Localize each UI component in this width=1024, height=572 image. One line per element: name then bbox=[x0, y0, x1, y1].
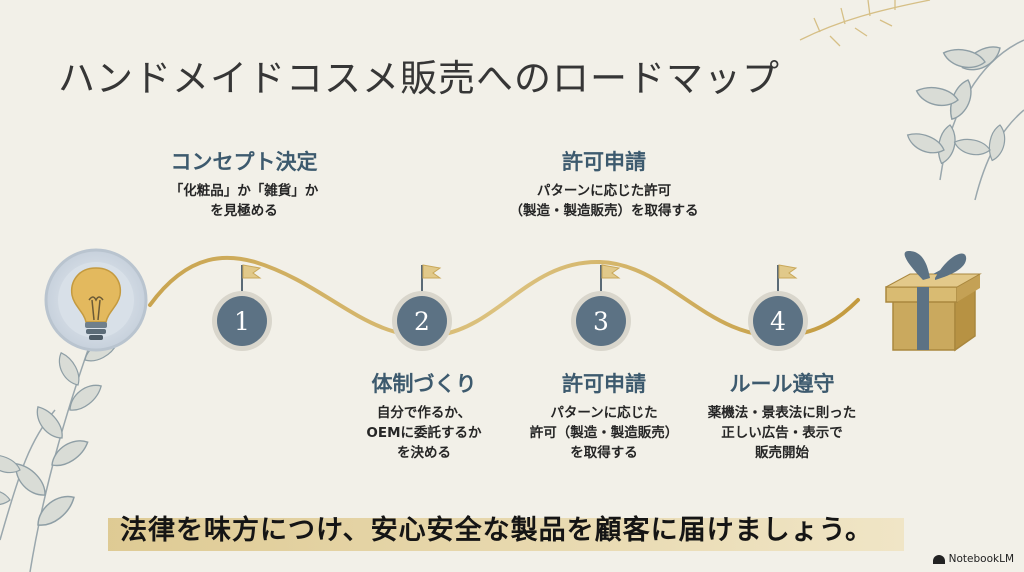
gift-box-icon bbox=[885, 251, 982, 352]
step-3-desc-line: パターンに応じた bbox=[550, 405, 658, 421]
step-1-heading: コンセプト決定 bbox=[170, 150, 318, 174]
closing-highlight bbox=[108, 518, 904, 551]
step-4-desc-line: 販売開始 bbox=[755, 445, 809, 461]
upper-permit-heading: 許可申請 bbox=[562, 150, 646, 174]
step-4-label: ルール遵守 薬機法・景表法に則った 正しい広告・表示で 販売開始 bbox=[708, 368, 857, 463]
step-2-desc-line: OEMに委託するか bbox=[366, 425, 482, 441]
flag-icon bbox=[777, 264, 798, 298]
lightbulb-icon bbox=[44, 248, 148, 352]
step-2-node: 2 bbox=[397, 296, 447, 346]
notebooklm-logo: NotebookLM bbox=[932, 553, 1014, 565]
step-2-desc-line: を決める bbox=[396, 445, 451, 461]
page-title: ハンドメイドコスメ販売へのロードマップ bbox=[58, 57, 780, 100]
step-2-label: 体制づくり 自分で作るか、 OEMに委託するか を決める bbox=[366, 368, 481, 463]
notebooklm-logo-icon bbox=[932, 554, 945, 564]
step-3-heading: 許可申請 bbox=[562, 372, 646, 396]
upper-permit-desc-line: パターンに応じた許可 bbox=[536, 183, 672, 199]
step-4-desc-line: 正しい広告・表示で bbox=[721, 425, 843, 441]
flag-icon bbox=[421, 264, 442, 298]
step-1-label: コンセプト決定 「化粧品」か「雑貨」か を見極める bbox=[170, 146, 319, 221]
step-2-desc-line: 自分で作るか、 bbox=[376, 405, 472, 421]
step-3-label: 許可申請 パターンに応じた 許可（製造・製造販売） を取得する bbox=[530, 368, 679, 463]
step-1-desc-line: を見極める bbox=[210, 203, 278, 219]
step-4-node: 4 bbox=[753, 296, 803, 346]
step-4-heading: ルール遵守 bbox=[729, 372, 835, 396]
step-2-heading: 体制づくり bbox=[371, 372, 477, 396]
step-3-desc-line: 許可（製造・製造販売） bbox=[529, 425, 679, 441]
upper-permit-label: 許可申請 パターンに応じた許可 （製造・製造販売）を取得する bbox=[510, 146, 699, 221]
upper-permit-desc-line: （製造・製造販売）を取得する bbox=[509, 203, 699, 219]
step-1-desc-line: 「化粧品」か「雑貨」か bbox=[169, 183, 319, 199]
logo-text: NotebookLM bbox=[948, 553, 1014, 565]
step-1-node: 1 bbox=[217, 296, 267, 346]
closing-message: 法律を味方につけ、安心安全な製品を顧客に届けましょう。 bbox=[120, 515, 874, 546]
flag-icon bbox=[241, 264, 262, 298]
step-3-node: 3 bbox=[576, 296, 626, 346]
step-3-desc-line: を取得する bbox=[570, 445, 638, 461]
step-4-desc-line: 薬機法・景表法に則った bbox=[707, 405, 857, 421]
flag-icon bbox=[600, 264, 621, 298]
